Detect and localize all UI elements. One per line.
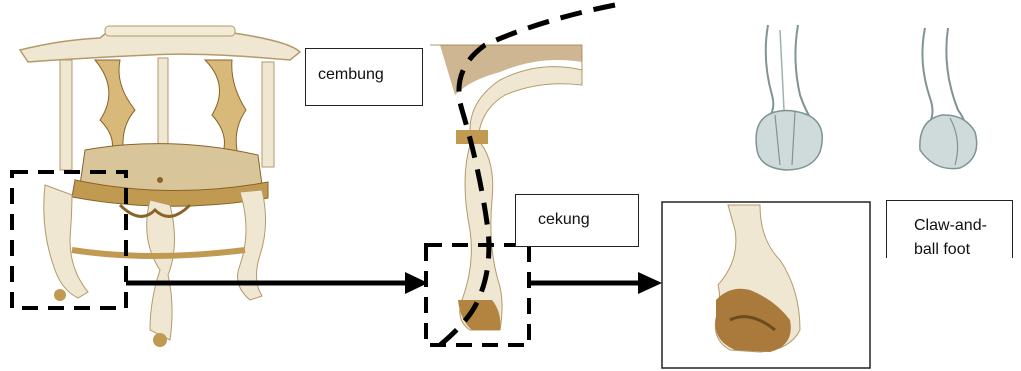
- claw-ball-foot-label-line2: ball foot: [914, 241, 971, 258]
- chair-foot-highlight-box: [10, 170, 128, 310]
- convex-label-box: cembung: [305, 48, 423, 106]
- concave-label: cekung: [538, 211, 590, 228]
- foot-closeup-image: [714, 204, 801, 353]
- convex-curve-line: [438, 2, 616, 347]
- claw-ball-sketch-side: [919, 27, 978, 170]
- arrow-to-leg-detail: [126, 272, 428, 294]
- claw-ball-sketch-front: [755, 24, 823, 171]
- convex-label: cembung: [318, 66, 384, 83]
- arrow-to-foot-detail: [530, 272, 662, 294]
- claw-ball-foot-label-line1: Claw-and-: [914, 217, 987, 234]
- concave-label-box: cekung: [515, 194, 639, 247]
- leg-detail-image: [430, 44, 583, 331]
- claw-ball-foot-label-box: Claw-and- ball foot: [886, 200, 1013, 258]
- corner-chair-image: [18, 25, 302, 347]
